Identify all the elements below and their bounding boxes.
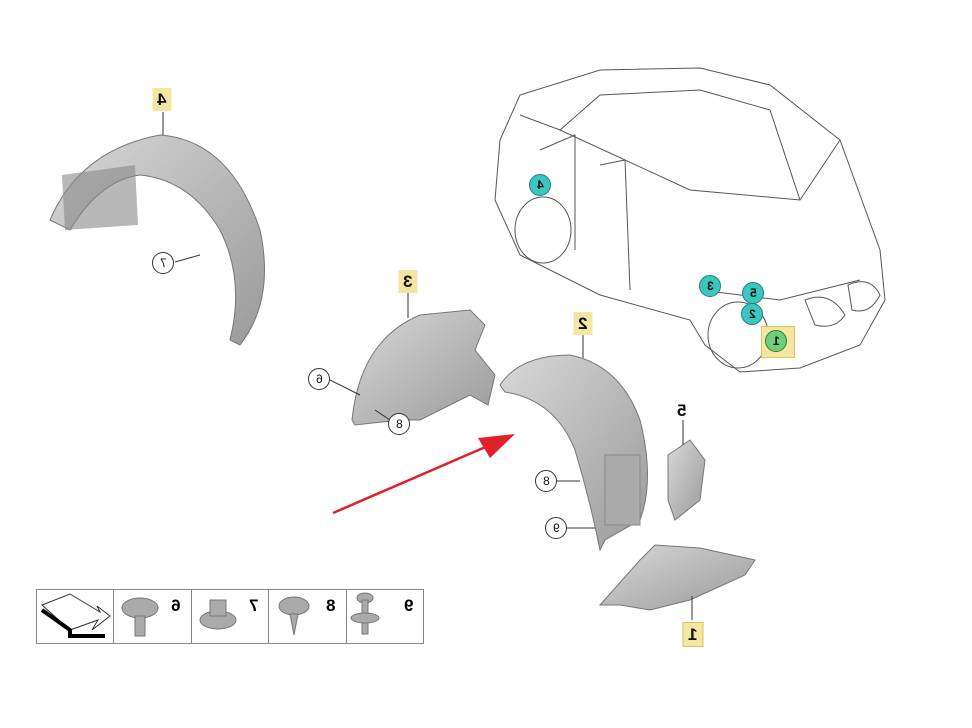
legend-item-7[interactable]: 7 xyxy=(190,590,268,643)
part-label-2[interactable]: 2 xyxy=(573,312,593,335)
part-5-shape xyxy=(667,439,706,521)
part-label-3[interactable]: 3 xyxy=(398,270,418,293)
car-marker-3[interactable]: 3 xyxy=(699,275,721,297)
part-label-5[interactable]: 5 xyxy=(677,401,687,420)
legend-item-6[interactable]: 6 xyxy=(113,590,190,643)
part-1-shape xyxy=(598,544,756,611)
car-marker-2[interactable]: 2 xyxy=(741,303,763,325)
part-label-1[interactable]: 1 xyxy=(682,622,704,647)
callout-7[interactable]: 7 xyxy=(152,252,174,274)
callout-8b[interactable]: 8 xyxy=(535,470,557,492)
view-arrow-icon xyxy=(40,593,111,638)
car-marker-5[interactable]: 5 xyxy=(742,282,764,304)
car-outline xyxy=(494,67,886,373)
callout-9[interactable]: 9 xyxy=(545,517,567,539)
legend-item-9[interactable]: 9 xyxy=(345,590,423,643)
car-marker-4[interactable]: 4 xyxy=(529,174,551,196)
direction-arrow xyxy=(332,443,491,515)
car-marker-1[interactable]: 1 xyxy=(765,330,787,352)
part-4-shape xyxy=(49,134,265,346)
callout-6[interactable]: 6 xyxy=(308,368,330,390)
part-label-4[interactable]: 4 xyxy=(152,88,172,111)
legend-item-8[interactable]: 8 xyxy=(268,590,345,643)
fastener-legend: 6 7 8 9 xyxy=(36,589,424,644)
callout-8[interactable]: 8 xyxy=(388,413,410,435)
part-3-shape xyxy=(351,309,496,426)
legend-view-arrow xyxy=(37,590,113,643)
